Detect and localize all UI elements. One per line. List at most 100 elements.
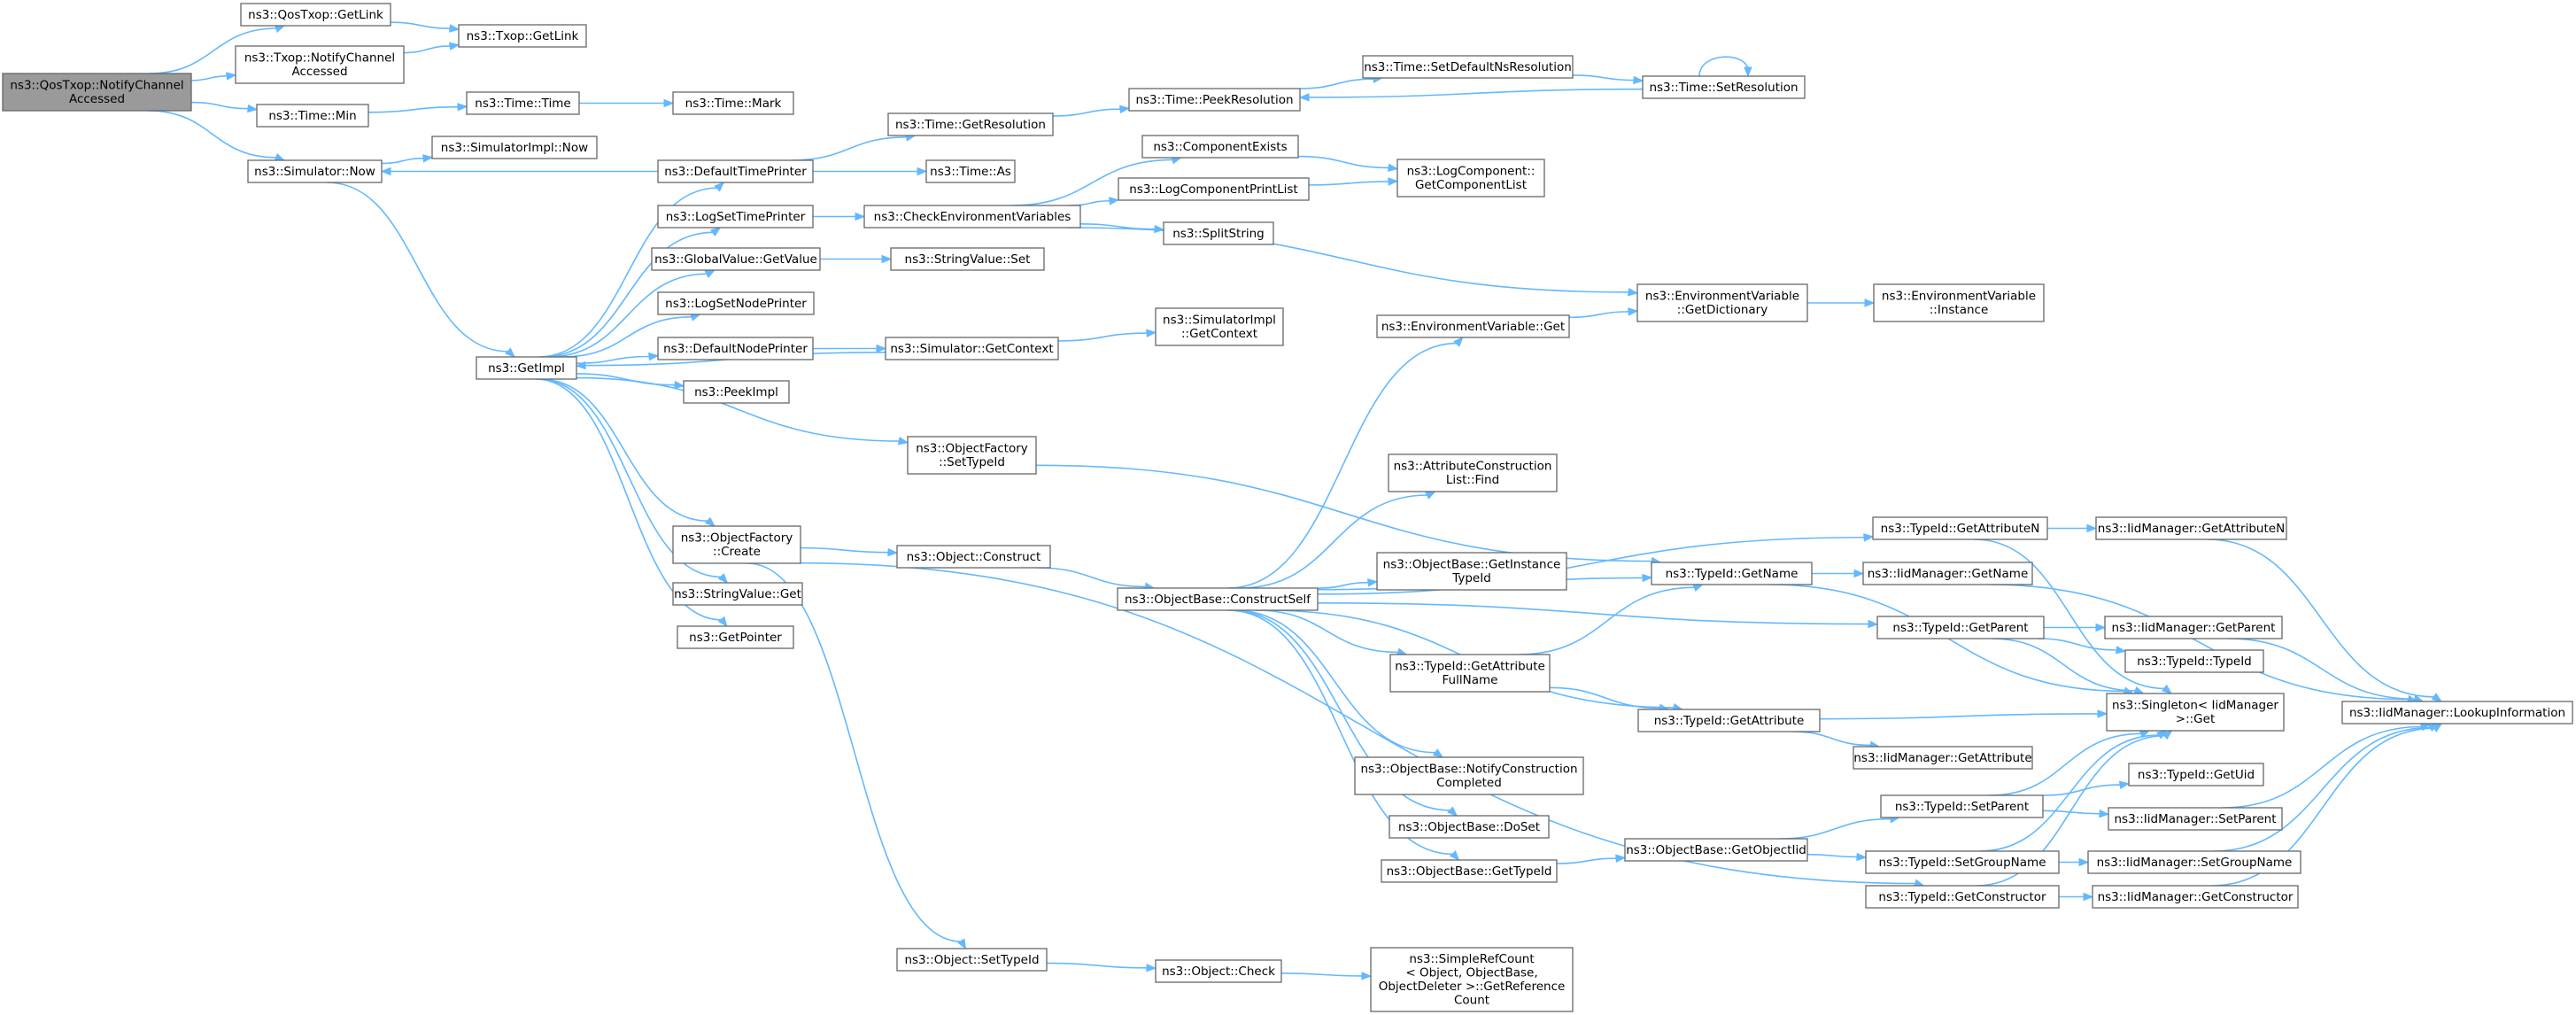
edge-line	[541, 231, 714, 358]
node-typeid-typeid[interactable]: ns3::TypeId::TypeId	[2124, 649, 2264, 673]
edge-typeid-getattrfull-to-typeid-getattr	[1549, 686, 1670, 712]
node-checkenv[interactable]: ns3::CheckEnvironmentVariables	[863, 205, 1081, 229]
node-iid-setparent[interactable]: ns3::IidManager::SetParent	[2108, 807, 2283, 831]
node-ob-gettypeid[interactable]: ns3::ObjectBase::GetTypeId	[1381, 859, 1558, 883]
node-qos-getlink[interactable]: ns3::QosTxop::GetLink	[240, 3, 391, 27]
node-iid-getname[interactable]: ns3::IidManager::GetName	[1862, 562, 2033, 585]
node-label: ::GetDictionary	[1677, 303, 1768, 317]
edge-typeid-setgroup-to-iid-setgroup	[2059, 857, 2090, 867]
node-time-mark[interactable]: ns3::Time::Mark	[672, 91, 794, 115]
node-ob-getobjectiid[interactable]: ns3::ObjectBase::GetObjectIid	[1624, 838, 1808, 862]
node-simplerefcount[interactable]: ns3::SimpleRefCount< Object, ObjectBase,…	[1370, 947, 1574, 1012]
node-time-as[interactable]: ns3::Time::As	[925, 159, 1016, 183]
node-of-create[interactable]: ns3::ObjectFactory::Create	[672, 525, 801, 564]
node-sv-set[interactable]: ns3::StringValue::Set	[890, 247, 1045, 271]
node-iid-getattr[interactable]: ns3::IidManager::GetAttribute	[1853, 746, 2033, 770]
node-time-setres[interactable]: ns3::Time::SetResolution	[1642, 75, 1806, 99]
node-box	[2092, 885, 2299, 909]
node-time-getres[interactable]: ns3::Time::GetResolution	[887, 112, 1054, 136]
edge-arrowhead	[1425, 491, 1436, 500]
node-typeid-getuid[interactable]: ns3::TypeId::GetUid	[2128, 763, 2264, 786]
node-gv-getvalue[interactable]: ns3::GlobalValue::GetValue	[651, 247, 821, 271]
edge-line	[1255, 609, 1399, 654]
node-iid-setgroup[interactable]: ns3::IidManager::SetGroupName	[2087, 850, 2301, 874]
node-label: ns3::IidManager::GetConstructor	[2098, 890, 2294, 904]
node-obj-settypeid[interactable]: ns3::Object::SetTypeId	[896, 948, 1048, 972]
node-typeid-getparent[interactable]: ns3::TypeId::GetParent	[1876, 616, 2045, 639]
node-sim-getcontext[interactable]: ns3::Simulator::GetContext	[885, 337, 1059, 360]
edge-line	[1233, 609, 1436, 754]
node-time-min[interactable]: ns3::Time::Min	[256, 104, 369, 128]
node-getpointer[interactable]: ns3::GetPointer	[677, 625, 794, 649]
node-obj-check[interactable]: ns3::Object::Check	[1155, 959, 1282, 983]
node-label: ns3::IidManager::GetAttribute	[1853, 751, 2031, 765]
node-logcompprint[interactable]: ns3::LogComponentPrintList	[1118, 177, 1310, 201]
node-envvar-instance[interactable]: ns3::EnvironmentVariable::Instance	[1873, 283, 2045, 322]
node-txop-getlink[interactable]: ns3::Txop::GetLink	[458, 24, 587, 48]
node-default-node-printer[interactable]: ns3::DefaultNodePrinter	[657, 337, 814, 360]
node-box	[672, 91, 794, 115]
edge-line	[1307, 88, 1644, 98]
node-typeid-setgroup[interactable]: ns3::TypeId::SetGroupName	[1865, 850, 2060, 874]
node-box	[1381, 859, 1558, 883]
node-ob-notifyconst[interactable]: ns3::ObjectBase::NotifyConstructionCompl…	[1354, 756, 1584, 795]
node-default-time-printer[interactable]: ns3::DefaultTimePrinter	[657, 159, 814, 183]
node-of-settypeid[interactable]: ns3::ObjectFactory::SetTypeId	[907, 436, 1037, 475]
node-envvar-getdict[interactable]: ns3::EnvironmentVariable::GetDictionary	[1636, 283, 1808, 322]
edge-arrowhead	[448, 42, 460, 50]
edge-ob-constructself-to-ob-notifyconst	[1233, 609, 1444, 758]
node-box	[1624, 838, 1808, 862]
node-ob-doset[interactable]: ns3::ObjectBase::DoSet	[1389, 815, 1550, 839]
edge-line	[746, 562, 962, 942]
node-time-time[interactable]: ns3::Time::Time	[466, 91, 580, 115]
node-time-setdefns[interactable]: ns3::Time::SetDefaultNsResolution	[1362, 55, 1574, 79]
node-typeid-setparent[interactable]: ns3::TypeId::SetParent	[1880, 794, 2044, 818]
node-compexists[interactable]: ns3::ComponentExists	[1141, 135, 1299, 159]
node-sim-now[interactable]: ns3::Simulator::Now	[247, 159, 383, 183]
edge-arrowhead	[897, 437, 909, 446]
node-typeid-getattr[interactable]: ns3::TypeId::GetAttribute	[1637, 709, 1821, 732]
node-singleton-get[interactable]: ns3::Singleton< IidManager>::Get	[2106, 693, 2285, 732]
node-time-peekres[interactable]: ns3::Time::PeekResolution	[1128, 88, 1301, 112]
edge-line	[2210, 727, 2435, 887]
node-obj-construct[interactable]: ns3::Object::Construct	[896, 545, 1051, 569]
node-label: List::Find	[1446, 473, 1499, 487]
node-getimpl[interactable]: ns3::GetImpl	[476, 356, 577, 380]
edge-typeid-getname-to-iid-getname	[1811, 569, 1865, 578]
node-label: ns3::ComponentExists	[1153, 140, 1287, 154]
node-ob-constructself[interactable]: ns3::ObjectBase::ConstructSelf	[1117, 587, 1319, 611]
node-sv-get[interactable]: ns3::StringValue::Get	[672, 582, 803, 606]
node-logsetnode[interactable]: ns3::LogSetNodePrinter	[657, 291, 815, 315]
node-iid-getattrn[interactable]: ns3::IidManager::GetAttributeN	[2095, 516, 2287, 540]
node-iid-getparent[interactable]: ns3::IidManager::GetParent	[2104, 616, 2283, 639]
edge-ob-gettypeid-to-ob-getobjectiid	[1556, 854, 1627, 864]
node-simimpl-now[interactable]: ns3::SimulatorImpl::Now	[431, 136, 598, 159]
node-iid-getconstructor[interactable]: ns3::IidManager::GetConstructor	[2092, 885, 2299, 909]
edge-line	[547, 273, 708, 358]
edge-ob-constructself-to-envvar-get	[1227, 337, 1464, 589]
node-typeid-getconstructor[interactable]: ns3::TypeId::GetConstructor	[1865, 885, 2060, 909]
node-typeid-getattrn[interactable]: ns3::TypeId::GetAttributeN	[1872, 516, 2048, 540]
node-label: ns3::Time::GetResolution	[895, 118, 1046, 132]
node-logcomp-getlist[interactable]: ns3::LogComponent::GetComponentList	[1396, 159, 1545, 198]
edge-line	[800, 546, 890, 554]
edge-getimpl-to-getpointer	[535, 378, 728, 628]
node-box	[683, 380, 790, 404]
node-logsettime[interactable]: ns3::LogSetTimePrinter	[657, 205, 814, 229]
node-iid-lookup[interactable]: ns3::IidManager::LookupInformation	[2341, 701, 2573, 724]
edge-arrowhead	[2162, 730, 2173, 740]
node-peekimpl[interactable]: ns3::PeekImpl	[683, 380, 790, 404]
node-simimpl-getcontext[interactable]: ns3::SimulatorImpl::GetContext	[1155, 307, 1284, 346]
node-envvar-get[interactable]: ns3::EnvironmentVariable::Get	[1376, 314, 1570, 338]
node-box	[1389, 815, 1550, 839]
node-box	[1117, 587, 1319, 611]
node-box	[657, 205, 814, 229]
node-typeid-getname[interactable]: ns3::TypeId::GetName	[1651, 562, 1813, 585]
node-splitstring[interactable]: ns3::SplitString	[1163, 221, 1274, 245]
node-label: ns3::DefaultTimePrinter	[664, 165, 807, 179]
